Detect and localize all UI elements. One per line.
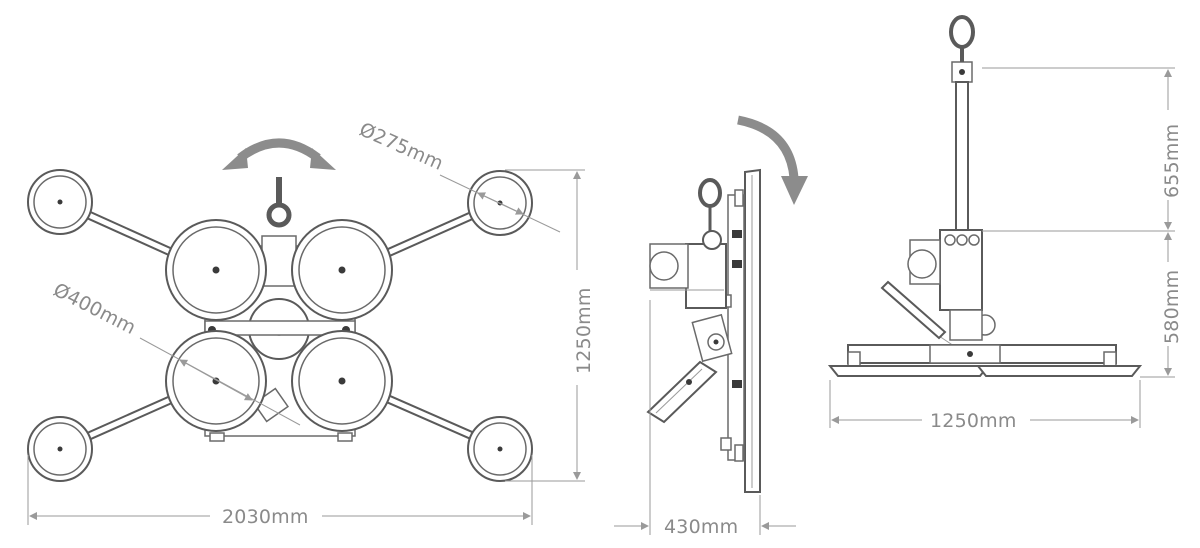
rear-width-label: 1250mm (930, 410, 1017, 432)
side-depth-label: 430mm (664, 516, 738, 538)
rear-suction-pads (827, 365, 1143, 377)
front-width-label: 2030mm (222, 506, 309, 528)
large-suction-cup (291, 330, 393, 432)
large-cup-diameter-label: Ø400mm (50, 279, 140, 339)
rear-lifting-eye (949, 15, 975, 233)
small-suction-cup (27, 416, 93, 482)
side-tilt-mechanism (691, 313, 733, 363)
side-view: 430mm (614, 115, 808, 538)
rear-handle (880, 280, 947, 340)
dim-rear-upper-height: 655mm (982, 67, 1183, 232)
side-suction-plate (744, 168, 761, 493)
large-suction-cup (291, 219, 393, 321)
small-cup-diameter-label: Ø275mm (356, 118, 447, 174)
side-handle (646, 360, 718, 424)
dim-front-width: 2030mm (27, 455, 533, 528)
small-suction-cup (467, 416, 533, 482)
rear-base-frame (847, 344, 1117, 367)
large-suction-cup (165, 330, 267, 432)
rear-upper-height-label: 655mm (1161, 124, 1183, 198)
large-suction-cup (165, 219, 267, 321)
rear-vacuum-unit (907, 229, 983, 311)
dim-rear-lower-height: 580mm (1140, 232, 1183, 378)
side-frame (720, 189, 745, 462)
side-vacuum-unit (649, 230, 727, 309)
front-height-label: 1250mm (573, 287, 595, 374)
front-view: Ø275mm Ø400mm 1250mm 2030mm (27, 118, 595, 528)
dim-front-height: 1250mm (505, 169, 595, 482)
front-lifting-eye (266, 177, 292, 228)
dim-rear-width: 1250mm (829, 380, 1141, 432)
side-lifting-eye (698, 178, 722, 236)
rear-view: 655mm 580mm 1250mm (827, 15, 1183, 432)
small-suction-cup (27, 169, 93, 235)
tilt-arrow-icon (737, 115, 808, 205)
dim-side-depth: 430mm (614, 300, 796, 538)
rear-lower-height-label: 580mm (1161, 270, 1183, 344)
rotate-arrow-icon (222, 138, 336, 170)
